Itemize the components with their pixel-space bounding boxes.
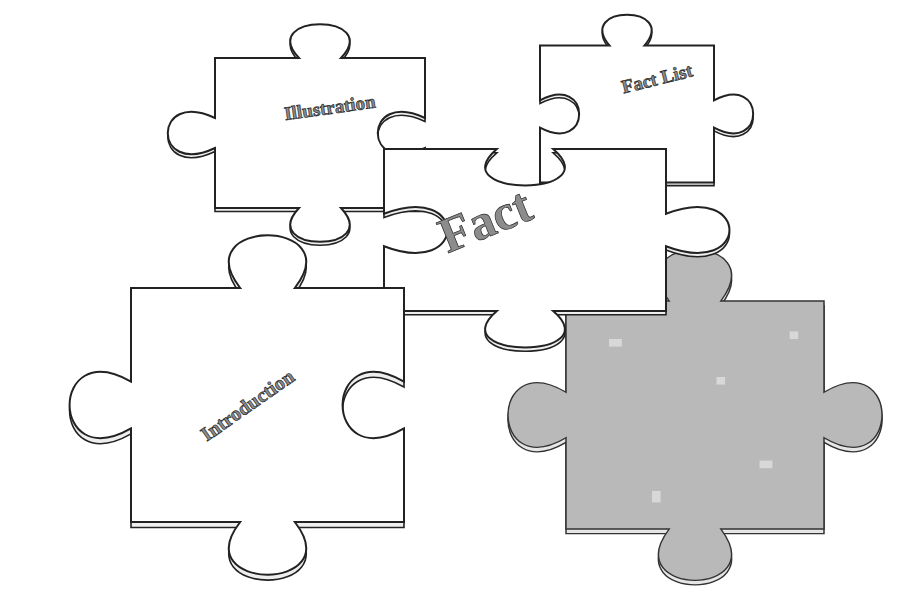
puzzle-outline	[40, 210, 495, 600]
puzzle-piece: Introduction	[40, 210, 495, 600]
